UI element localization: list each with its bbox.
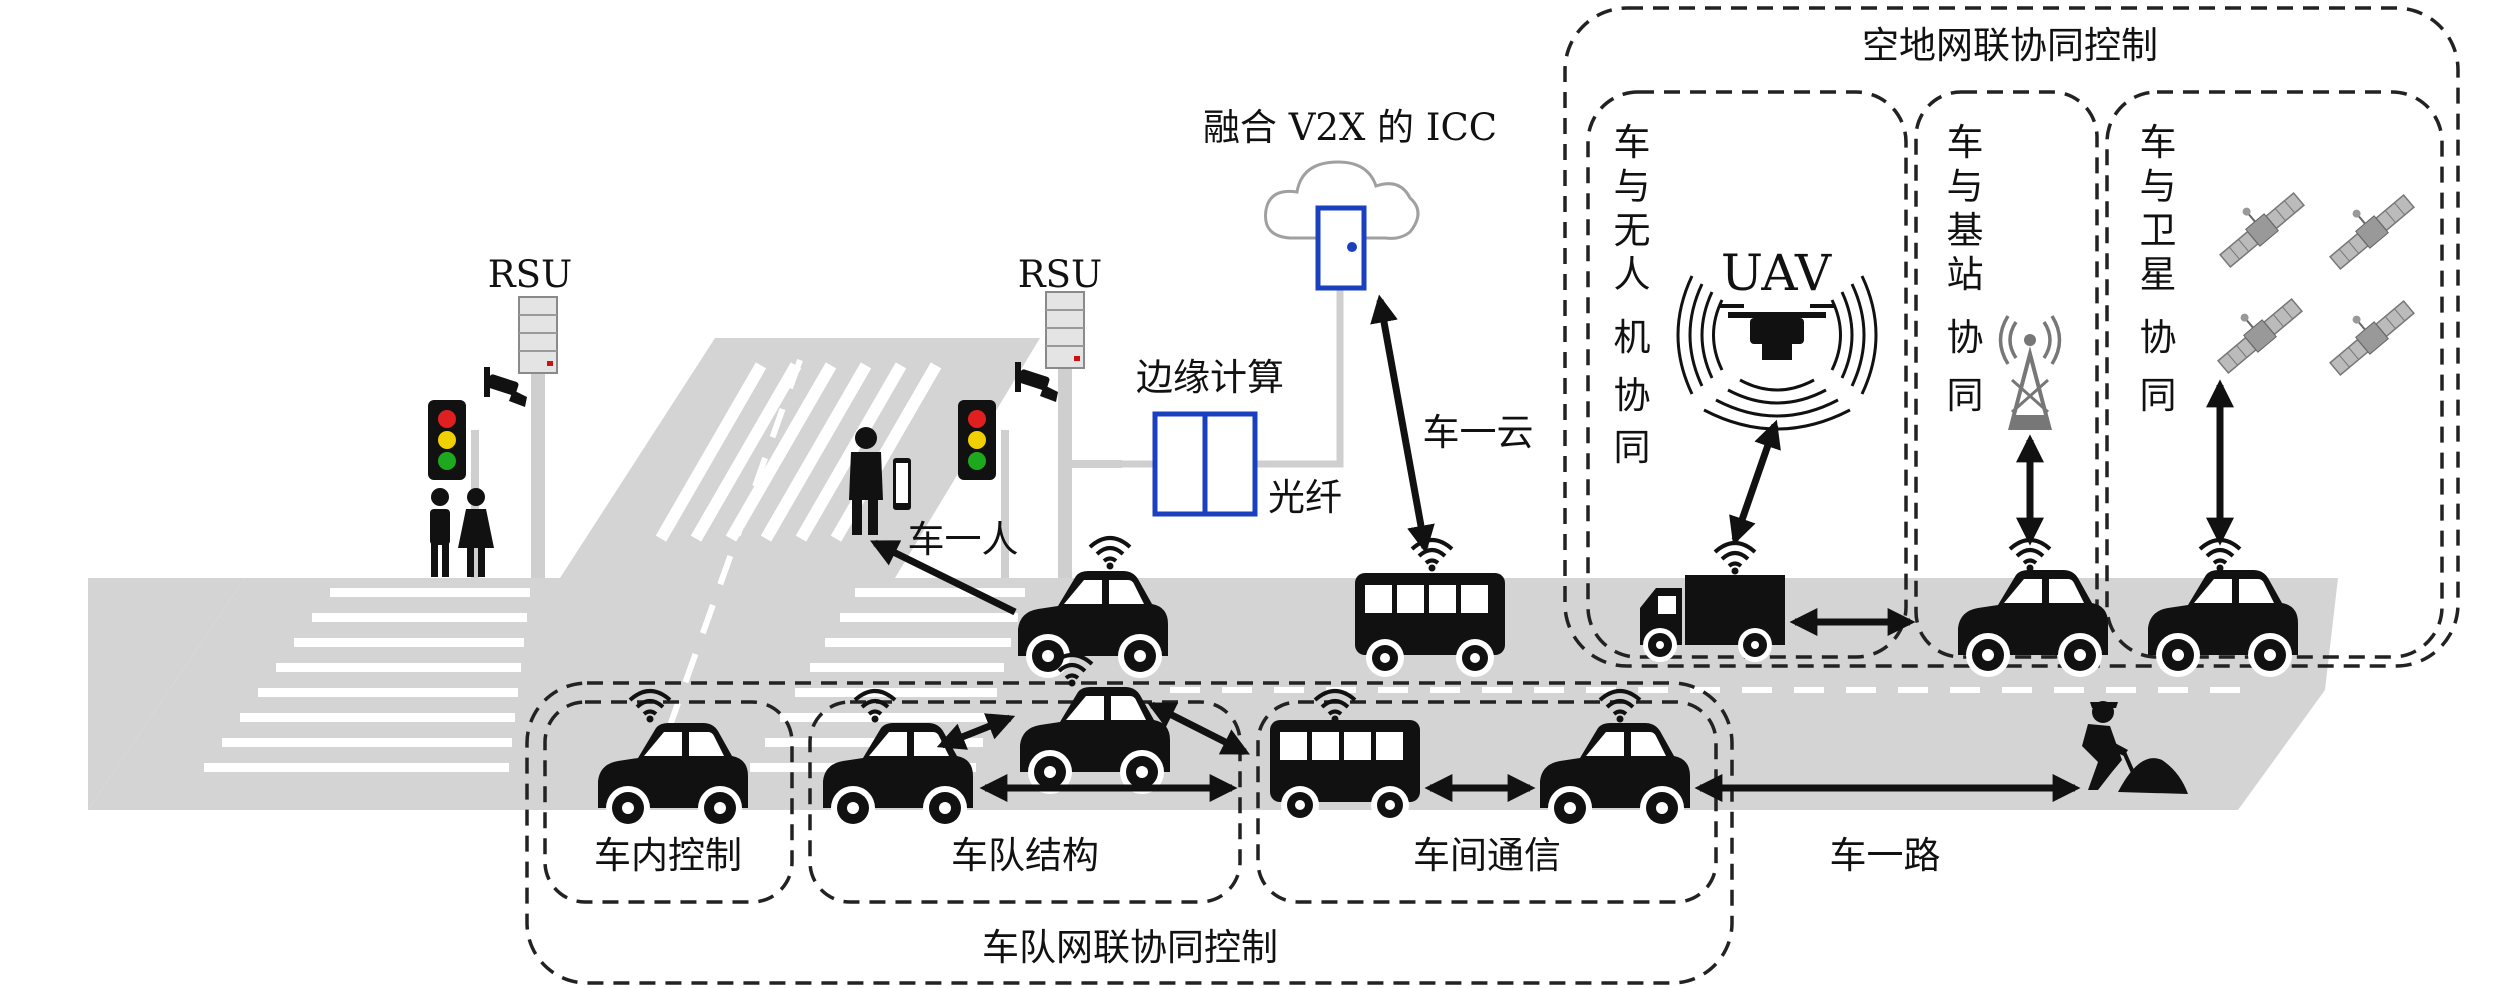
edge-computing-label: 边缘计算 xyxy=(1136,356,1284,399)
platoon-arrow-diag-right xyxy=(1147,701,1250,756)
crosswalk-top xyxy=(560,338,1040,578)
vehicle-base-station-label: 车 与 基 站 协 同 xyxy=(1947,121,1984,417)
pedestrian-couple-icon xyxy=(430,488,494,577)
uav-label: UAV xyxy=(1721,244,1832,302)
svg-text:无: 无 xyxy=(1614,209,1651,252)
vehicle-road-label: 车一路 xyxy=(1830,834,1941,877)
vehicle-satellite-label: 车 与 卫 星 协 同 xyxy=(2140,121,2177,417)
svg-text:星: 星 xyxy=(2140,253,2177,296)
road-worker-icon xyxy=(2082,701,2188,794)
svg-text:同: 同 xyxy=(2140,374,2177,417)
vehicle-cloud-arrow xyxy=(1370,294,1435,554)
cloud-icon xyxy=(1264,160,1420,291)
svg-text:协: 协 xyxy=(2140,316,2177,359)
in-vehicle-frame xyxy=(543,700,794,904)
rsu-right xyxy=(958,291,1122,578)
space-ground-frame xyxy=(1563,6,2460,668)
svg-text:同: 同 xyxy=(1614,426,1651,469)
svg-text:机: 机 xyxy=(1614,316,1651,359)
svg-text:车: 车 xyxy=(1614,121,1651,164)
vehicle-person-arrow xyxy=(869,539,1017,616)
inter-vehicle-comm-label: 车间通信 xyxy=(1413,834,1561,877)
svg-text:车: 车 xyxy=(1947,121,1984,164)
truck-icon xyxy=(1640,575,1785,662)
svg-text:与: 与 xyxy=(2140,165,2177,208)
lane-markings xyxy=(637,358,2240,812)
svg-text:站: 站 xyxy=(1947,253,1984,296)
svg-text:与: 与 xyxy=(1947,165,1984,208)
edge-server-icon xyxy=(1152,411,1258,517)
rsu-right-label: RSU xyxy=(1018,253,1102,296)
svg-text:协: 协 xyxy=(1614,374,1651,417)
truck-wifi-icon xyxy=(1713,541,1757,577)
rsu-left-label: RSU xyxy=(488,253,572,296)
svg-text:车: 车 xyxy=(2140,121,2177,164)
svg-text:基: 基 xyxy=(1947,209,1984,252)
crosswalk-left xyxy=(204,588,530,772)
fiber-link xyxy=(1122,278,1344,468)
inter-vehicle-frame xyxy=(1256,700,1718,904)
tower-icon xyxy=(1998,315,2062,430)
vehicle-person-label: 车一人 xyxy=(908,518,1019,561)
vehicle-uav-label: 车 与 无 人 机 协 同 xyxy=(1614,121,1651,469)
uav-truck-arrow xyxy=(1729,419,1781,546)
platoon-structure-frame xyxy=(808,700,1242,904)
svg-text:与: 与 xyxy=(1614,165,1651,208)
vehicle-cloud-label: 车一云 xyxy=(1423,411,1534,454)
svg-text:同: 同 xyxy=(1947,374,1984,417)
pedestrian-icon xyxy=(849,427,911,535)
fiber-label: 光纤 xyxy=(1268,476,1342,519)
svg-text:卫: 卫 xyxy=(2140,209,2177,252)
space-ground-label: 空地网联协同控制 xyxy=(1862,24,2158,67)
platoon-arrow-diag-left xyxy=(936,713,1016,750)
in-vehicle-control-label: 车内控制 xyxy=(594,834,742,877)
base-station-frame xyxy=(1914,90,2099,659)
svg-text:协: 协 xyxy=(1947,316,1984,359)
icc-label: 融合 V2X 的 ICC xyxy=(1203,106,1497,149)
svg-text:人: 人 xyxy=(1614,253,1651,296)
platoon-structure-label: 车队结构 xyxy=(951,834,1099,877)
platoon-network-label: 车队网联协同控制 xyxy=(982,926,1278,969)
satellite-icon xyxy=(2204,176,2417,379)
